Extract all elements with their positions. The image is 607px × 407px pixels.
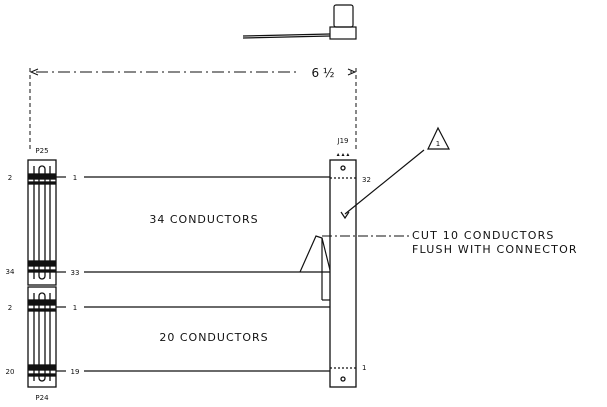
dimension-label: 6 ½ [311,66,334,80]
j19-index-marks: ▴ ▴ ▴ [337,151,350,158]
j19-pin-bottom: 1 [362,364,366,372]
j19-label: J19 [337,137,349,145]
connector-p24 [27,286,57,388]
p25-pin-bottom: 34 [6,268,15,276]
wire-pin-bottom-b: 19 [71,368,80,376]
cable-a-label: 34 CONDUCTORS [149,213,258,226]
note-line-1: CUT 10 CONDUCTORS [412,229,555,242]
p24-pin-bottom: 20 [6,368,15,376]
cable-b-label: 20 CONDUCTORS [159,331,268,344]
connector-j19 [329,159,357,388]
wire-pin-top-a: 1 [73,174,77,182]
dimension-line [29,68,357,152]
wire-pin-top-b: 1 [73,304,77,312]
revision-flag-symbol: 1 [436,140,440,148]
wire-pin-mid-a: 33 [71,269,80,277]
j19-pin-top: 32 [362,176,371,184]
connector-side-view [242,4,357,40]
p24-pin-top: 2 [8,304,12,312]
cable-lines [56,176,331,372]
revision-flag [340,126,450,220]
note-line-2: FLUSH WITH CONNECTOR [412,243,578,256]
connector-p25 [27,159,57,286]
p24-label: P24 [35,394,49,402]
dimension-label-bg [300,64,346,80]
p25-label: P25 [35,147,48,155]
p25-pin-top: 2 [8,174,12,182]
